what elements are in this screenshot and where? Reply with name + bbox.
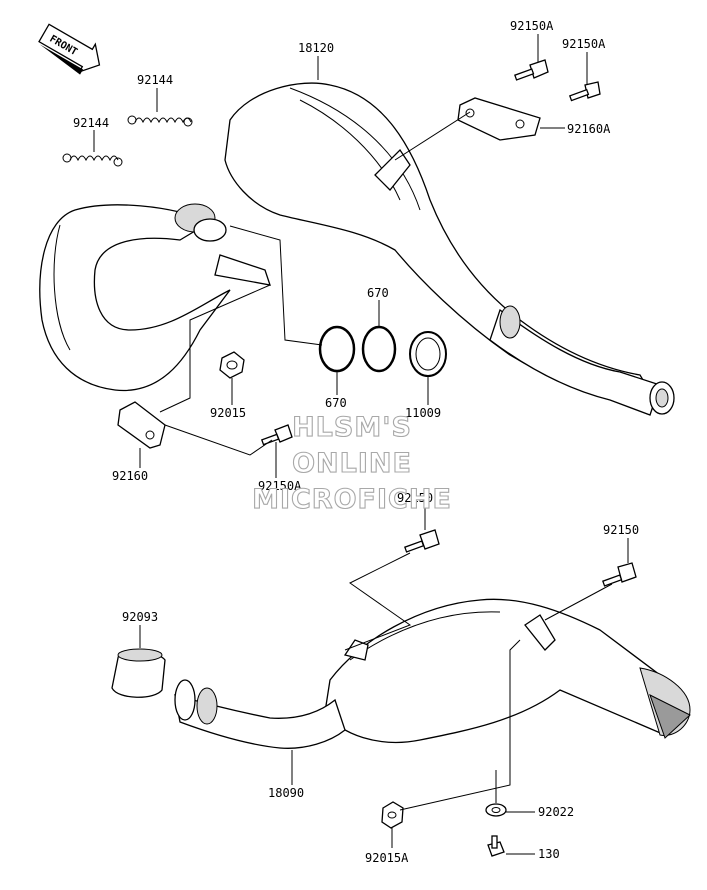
label-92150-right: 92150: [603, 523, 639, 537]
label-92144-b: 92144: [73, 116, 109, 130]
label-11009: 11009: [405, 406, 441, 420]
watermark-line-1: HLSM'S: [292, 412, 412, 443]
bolt-92150a-right: [568, 81, 601, 102]
label-92150a-top: 92150A: [510, 19, 554, 33]
front-arrow-icon: FRONT: [38, 23, 101, 75]
bolt-92150-right: [602, 562, 637, 587]
label-670-top: 670: [367, 286, 389, 300]
o-ring-670-left: [318, 325, 356, 373]
bolt-130: [487, 835, 505, 857]
spring-92144-b: [62, 153, 123, 167]
label-92015: 92015: [210, 406, 246, 420]
nut-92015: [219, 351, 245, 379]
label-92015a: 92015A: [365, 851, 409, 865]
label-92150a-mid: 92150A: [258, 479, 302, 493]
label-92093: 92093: [122, 610, 158, 624]
watermark: HLSM'S ONLINE MICROFICHE: [252, 411, 452, 515]
label-92022: 92022: [538, 805, 574, 819]
nut-92015a: [381, 801, 404, 829]
part-labels: 18120 92150A 92150A 92160A 92144 92144 6…: [73, 19, 639, 865]
label-670-bottom: 670: [325, 396, 347, 410]
silencer-assembly: [174, 598, 691, 749]
o-ring-670-right: [361, 325, 397, 373]
bolt-92150a-top: [514, 59, 549, 81]
expansion-chamber-18120: [39, 82, 675, 416]
label-92150a-right: 92150A: [562, 37, 606, 51]
label-92150-mid: 92150: [397, 491, 433, 505]
label-92160: 92160: [112, 469, 148, 483]
label-92144-a: 92144: [137, 73, 173, 87]
label-18120: 18120: [298, 41, 334, 55]
bracket-92160: [117, 401, 166, 449]
bolt-92150a-mid: [260, 424, 293, 446]
watermark-line-2: ONLINE: [292, 448, 412, 479]
watermark-line-3: MICROFICHE: [252, 484, 452, 515]
washer-92022: [485, 803, 507, 817]
gasket-11009: [409, 331, 447, 377]
bracket-92160a: [457, 97, 541, 141]
sleeve-92093: [111, 648, 166, 698]
spring-92144-a: [127, 115, 193, 127]
label-92160a: 92160A: [567, 122, 611, 136]
label-130: 130: [538, 847, 560, 861]
bolt-92150-mid: [404, 529, 440, 553]
leader-lines: [93, 34, 629, 855]
label-18090: 18090: [268, 786, 304, 800]
